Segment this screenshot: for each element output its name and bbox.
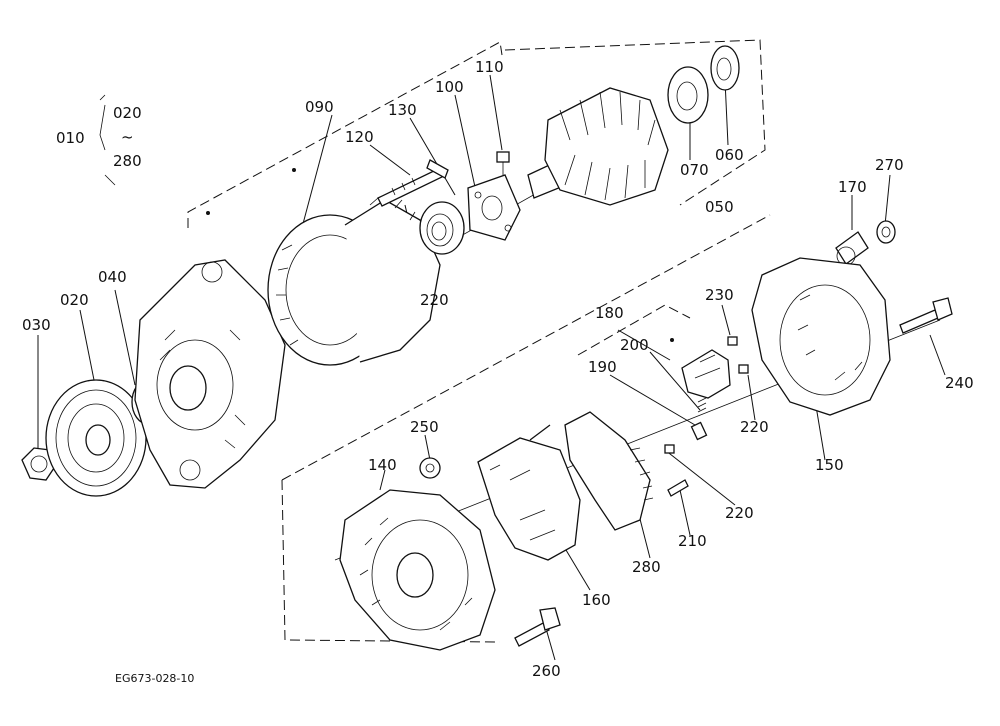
range-label: 010	[56, 129, 85, 147]
callout-label: 230	[705, 286, 734, 304]
callout-label: 160	[582, 591, 611, 609]
collar-part	[419, 457, 441, 479]
callout-label: 220	[740, 418, 769, 436]
callout-label: 140	[368, 456, 397, 474]
terminal-bolt-part	[377, 159, 449, 207]
callout-label: 180	[595, 304, 624, 322]
callout-label: 060	[715, 146, 744, 164]
rear-cover-part	[751, 257, 891, 416]
callout-label: 240	[945, 374, 974, 392]
callout-label: 190	[588, 358, 617, 376]
rotor-bearing-part	[667, 66, 709, 124]
bearing-cover-part	[710, 45, 740, 91]
rectifier-part	[477, 424, 581, 561]
spring-part	[697, 397, 707, 413]
range-from: 020	[113, 104, 142, 122]
callout-label: 260	[532, 662, 561, 680]
callout-label: 220	[725, 504, 754, 522]
screw-part	[664, 444, 689, 497]
callout-label: 220	[420, 291, 449, 309]
callout-label: 040	[98, 268, 127, 286]
terminal-nut-part	[876, 220, 896, 244]
pulley-part	[45, 379, 147, 497]
rear-frame-part	[339, 489, 496, 651]
callout-label: 210	[678, 532, 707, 550]
long-bolt-part	[899, 297, 953, 334]
brush-holder-part	[564, 411, 654, 531]
callout-label: 120	[345, 128, 374, 146]
callout-label: 280	[632, 558, 661, 576]
callout-label: 270	[875, 156, 904, 174]
callout-label: 110	[475, 58, 504, 76]
reference-dots	[206, 168, 674, 342]
terminal-insulator-part	[835, 231, 869, 266]
callout-label: 250	[410, 418, 439, 436]
screw-part	[727, 336, 749, 374]
drive-end-frame	[134, 259, 286, 489]
callout-label: 150	[815, 456, 844, 474]
callout-label: 100	[435, 78, 464, 96]
callout-label: 070	[680, 161, 709, 179]
callout-label: 130	[388, 101, 417, 119]
retainer-plate-part	[467, 174, 521, 241]
range-sep: ~	[121, 128, 134, 146]
drawing-code: EG673-028-10	[115, 672, 194, 685]
rotor-part	[527, 87, 669, 206]
screw-part	[496, 151, 510, 175]
stator-part	[267, 197, 441, 366]
callout-label: 050	[705, 198, 734, 216]
bearing-part	[419, 201, 465, 255]
callout-label: 030	[22, 316, 51, 334]
regulator-part	[681, 349, 731, 399]
callout-label: 170	[838, 178, 867, 196]
callout-label: 090	[305, 98, 334, 116]
brush-part	[690, 421, 708, 441]
range-to: 280	[113, 152, 142, 170]
callout-labels: 010 020 ~ 280 090 120 130 100 110 070 06…	[22, 58, 974, 685]
callout-label: 020	[60, 291, 89, 309]
mounting-bolt-part	[514, 607, 561, 647]
callout-label: 200	[620, 336, 649, 354]
